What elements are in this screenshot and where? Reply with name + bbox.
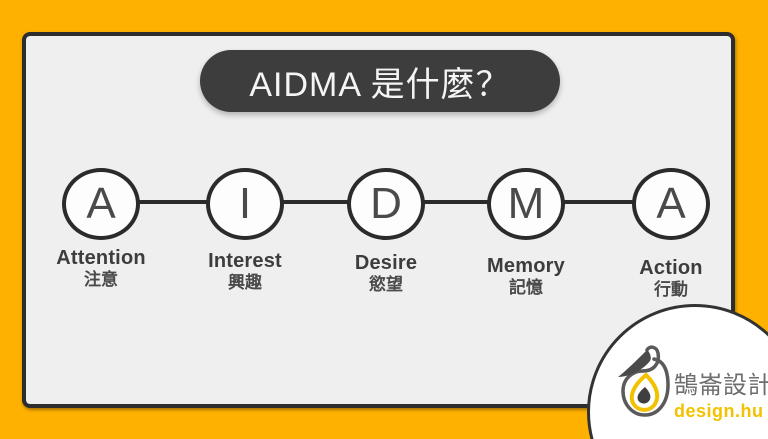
step-letter: A xyxy=(656,179,686,228)
step-circle-attention: A xyxy=(62,168,140,240)
step-label-attention: Attention 注意 xyxy=(21,247,181,290)
step-label-memory: Memory 記憶 xyxy=(446,255,606,298)
step-circle-interest: I xyxy=(206,168,284,240)
step-letter: A xyxy=(86,179,116,228)
brand-badge: 鵠崙設計 design.hu xyxy=(587,304,768,439)
step-label-en: Desire xyxy=(354,252,418,274)
title-pill: AIDMA 是什麼？ xyxy=(200,50,560,112)
brand-subtitle: design.hu xyxy=(674,401,764,421)
step-label-zh: 慾望 xyxy=(369,275,403,294)
brand-name: 鵠崙設計 xyxy=(674,372,768,399)
step-circle-desire: D xyxy=(347,168,425,240)
step-label-en: Attention xyxy=(56,247,146,269)
step-letter: I xyxy=(238,179,252,228)
step-label-desire: Desire 慾望 xyxy=(306,252,466,295)
step-letter: M xyxy=(507,179,545,228)
step-circle-action: A xyxy=(632,168,710,240)
step-label-action: Action 行動 xyxy=(591,257,751,300)
step-label-en: Action xyxy=(639,257,703,279)
step-letter: D xyxy=(370,179,402,228)
step-label-interest: Interest 興趣 xyxy=(165,250,325,293)
step-label-zh: 記憶 xyxy=(509,278,543,297)
pelican-logo-icon xyxy=(618,345,670,417)
step-circle-memory: M xyxy=(487,168,565,240)
step-label-zh: 行動 xyxy=(654,280,688,299)
step-label-en: Interest xyxy=(208,250,282,272)
step-label-zh: 興趣 xyxy=(228,273,262,292)
page-title: AIDMA 是什麼？ xyxy=(249,65,511,104)
step-label-en: Memory xyxy=(487,255,565,277)
step-label-zh: 注意 xyxy=(84,270,118,289)
